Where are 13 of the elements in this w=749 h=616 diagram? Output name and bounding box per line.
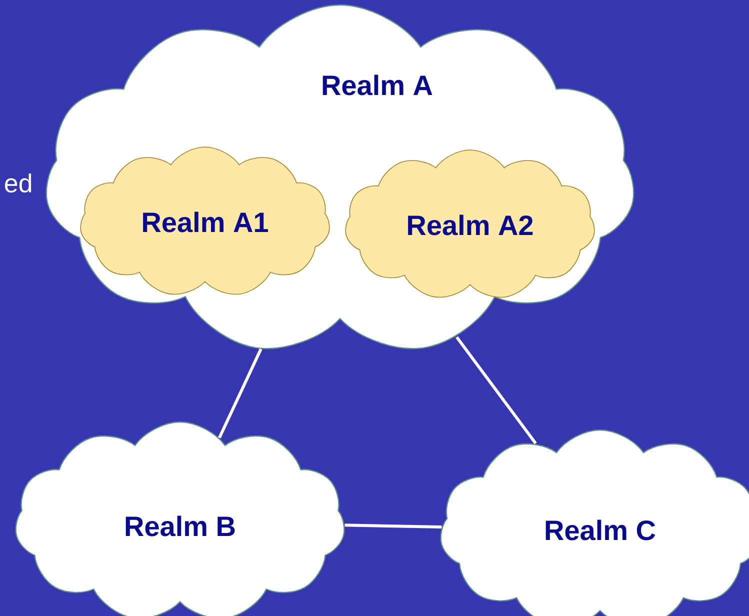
connector-line [344,524,442,528]
cloud [440,429,749,616]
connector-line [218,348,262,438]
cloud-label: Realm A1 [143,212,268,232]
text-fragment: ed [4,173,32,193]
cloud-label: Realm A2 [408,214,533,236]
cloud-label: Realm A [322,74,432,96]
cloud [345,150,595,298]
cloud-label: Realm B [126,516,235,536]
cloud [80,146,330,295]
cloud-label: Realm C [546,520,656,540]
connector-line [456,336,537,444]
cloud [15,421,345,616]
